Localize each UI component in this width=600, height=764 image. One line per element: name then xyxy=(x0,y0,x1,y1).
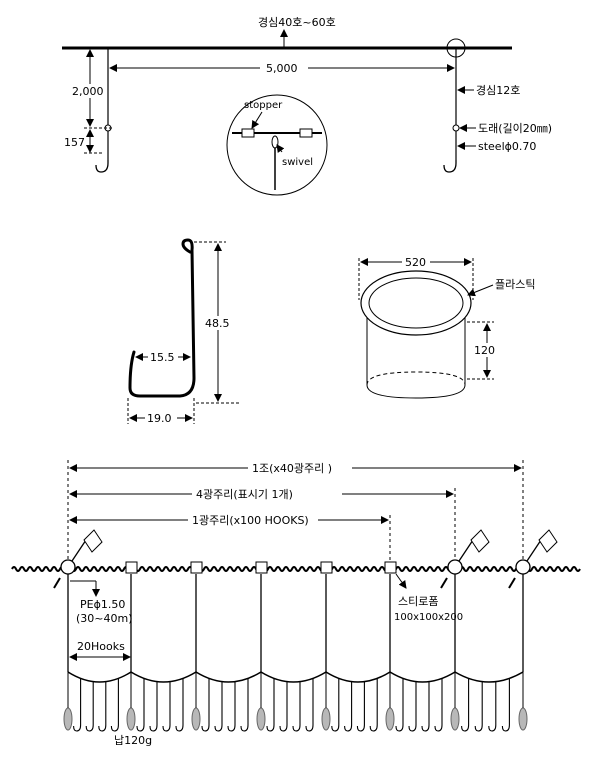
branch-hook xyxy=(421,681,430,732)
tub-rim-inner xyxy=(368,277,464,329)
stopper-right xyxy=(299,128,313,138)
right-swivel xyxy=(452,124,460,132)
float-5 xyxy=(384,561,397,574)
main-line-segment-1 xyxy=(67,671,132,683)
float-3 xyxy=(255,561,268,574)
sinker-5 xyxy=(321,707,331,731)
branch-hook xyxy=(110,678,119,732)
branch-hook xyxy=(85,681,94,732)
marker-buoy-1 xyxy=(53,529,103,589)
branch-hook xyxy=(305,678,314,732)
branch-hook xyxy=(149,681,158,732)
stopper-label: stopper xyxy=(244,100,283,111)
branch-line-label: 경심12호 xyxy=(476,84,520,97)
sinker-8 xyxy=(518,707,528,731)
span-label: 5,000 xyxy=(266,62,298,75)
float-size-label: 100x100x200 xyxy=(394,612,463,623)
branch-hook xyxy=(98,681,107,732)
main-line-segment-3 xyxy=(195,671,262,683)
branch-hook xyxy=(175,678,184,732)
sea-surface xyxy=(11,566,581,572)
float-1 xyxy=(125,561,138,574)
pe-label: PEϕ1.50 xyxy=(80,598,125,611)
branch-hook xyxy=(73,678,82,732)
branch-hook xyxy=(501,678,510,732)
leader-label: 도래(길이20㎜) xyxy=(478,122,552,135)
branch-hook xyxy=(369,678,378,732)
marker-buoy-2 xyxy=(440,529,490,589)
branch-hook xyxy=(434,678,443,732)
main-line-segment-2 xyxy=(130,671,197,683)
hook-width-label: 19.0 xyxy=(147,412,172,425)
branch-hook xyxy=(356,681,365,732)
tub-diagram: 520 120 플라스틱 xyxy=(358,255,535,399)
sinker-6 xyxy=(385,707,395,731)
branch-hook xyxy=(227,681,236,732)
hooks-label: 20Hooks xyxy=(77,640,125,653)
swivel-detail: stopper swivel xyxy=(226,94,328,196)
sinker-2 xyxy=(126,707,136,731)
tub-diameter-label: 520 xyxy=(405,256,426,269)
tub-bottom xyxy=(366,384,466,399)
stopper-left xyxy=(241,128,255,138)
sinker-1 xyxy=(63,707,73,731)
pe-length-label: (30~40m) xyxy=(76,612,133,625)
sinker-3 xyxy=(191,707,201,731)
branch-hook xyxy=(474,681,483,732)
branch-hook xyxy=(488,681,497,732)
swivel-shape xyxy=(271,135,279,149)
float-4 xyxy=(320,561,333,574)
branch-hook xyxy=(266,678,275,732)
main-line-label: 경심40호~60호 xyxy=(258,16,336,29)
sinker-4 xyxy=(256,707,266,731)
branch-hook xyxy=(240,678,249,732)
float-label: 스티로폼 xyxy=(398,595,438,608)
branch-hook xyxy=(344,681,353,732)
branch-hook xyxy=(292,681,301,732)
branch-length-label: 2,000 xyxy=(72,85,104,98)
marker-buoy-3 xyxy=(508,529,558,589)
branch-hook xyxy=(331,678,340,732)
tub-height-label: 120 xyxy=(474,344,495,357)
main-line-segment-6 xyxy=(389,671,456,683)
hook-gap-label: 15.5 xyxy=(150,351,175,364)
hook-height-label: 48.5 xyxy=(205,317,230,330)
branch-hook xyxy=(408,681,417,732)
hook-diagram: 48.5 15.5 19.0 xyxy=(127,238,240,425)
branch-hook xyxy=(162,681,171,732)
set-label: 1조(x40광주리 ) xyxy=(252,462,332,475)
left-hook xyxy=(95,160,109,173)
float-2 xyxy=(190,561,203,574)
branch-hook xyxy=(136,678,145,732)
main-line-segment-5 xyxy=(325,671,391,683)
swivel-label: swivel xyxy=(282,157,313,168)
hook-shape xyxy=(128,238,196,398)
branch-hook xyxy=(214,681,223,732)
rig-section: 1조(x40광주리 ) 4광주리(표시기 1개) 1광주리(x100 HOOKS… xyxy=(11,460,581,747)
tub-material-label: 플라스틱 xyxy=(495,278,535,291)
one-basket-label: 1광주리(x100 HOOKS) xyxy=(192,514,309,527)
branch-hook xyxy=(395,678,404,732)
branch-hook xyxy=(461,678,470,732)
sinker-label: 납120g xyxy=(114,734,152,747)
sinker-7 xyxy=(450,707,460,731)
hook-drop-label: 157 xyxy=(64,136,85,149)
four-baskets-label: 4광주리(표시기 1개) xyxy=(196,488,293,501)
steel-label: steelϕ0.70 xyxy=(478,140,536,153)
mainline-section: 경심40호~60호 5,000 2,000 157 경심12호 도래(길이20㎜… xyxy=(62,16,552,196)
branch-hook xyxy=(201,678,210,732)
main-line-segment-7 xyxy=(454,671,524,683)
branch-hook xyxy=(279,681,288,732)
main-line-segment-4 xyxy=(260,671,327,683)
right-hook xyxy=(443,160,457,173)
